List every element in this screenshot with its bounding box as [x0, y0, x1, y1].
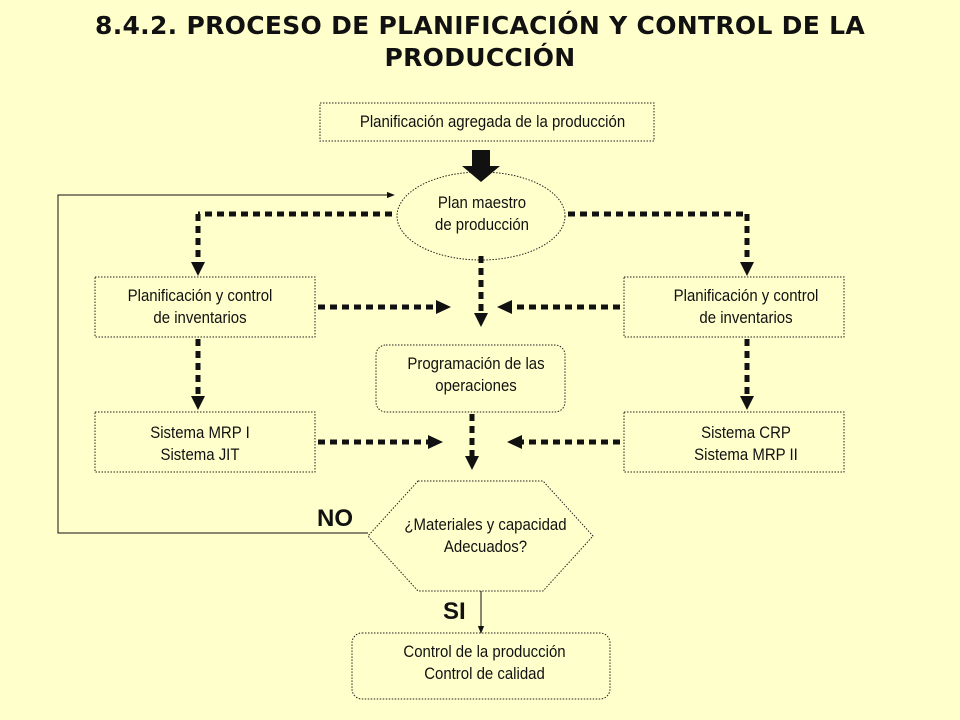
label-inventarios-izq: Planificación y control de inventarios: [127, 286, 273, 327]
mrp-jit-box: [94, 411, 316, 473]
decision-hexagon: [367, 480, 594, 592]
label-decision: ¿Materiales y capacidad Adecuados?: [404, 515, 567, 556]
label-programacion: Programación de las operaciones: [407, 354, 545, 395]
label-mrp-jit: Sistema MRP I Sistema JIT: [150, 423, 250, 464]
label-no: NO: [317, 505, 353, 532]
label-si: SI: [443, 598, 466, 625]
main-arrow-agregada-to-maestro: [462, 150, 500, 182]
inventarios-der-box: [623, 276, 845, 338]
page-title: 8.4.2. PROCESO DE PLANIFICACIÓN Y CONTRO…: [95, 11, 865, 72]
label-inventarios-der: Planificación y control de inventarios: [673, 286, 819, 327]
inventarios-izq-box: [94, 276, 316, 338]
label-crp-mrp2: Sistema CRP Sistema MRP II: [694, 423, 798, 464]
programacion-box: [375, 344, 566, 413]
label-planificacion-agregada: Planificación agregada de la producción: [359, 112, 626, 131]
control-box: [351, 632, 611, 700]
label-plan-maestro: Plan maestro de producción: [435, 193, 529, 234]
label-control: Control de la producción Control de cali…: [403, 642, 566, 683]
crp-mrp2-box: [623, 411, 845, 473]
feedback-line-no: [57, 191, 395, 534]
